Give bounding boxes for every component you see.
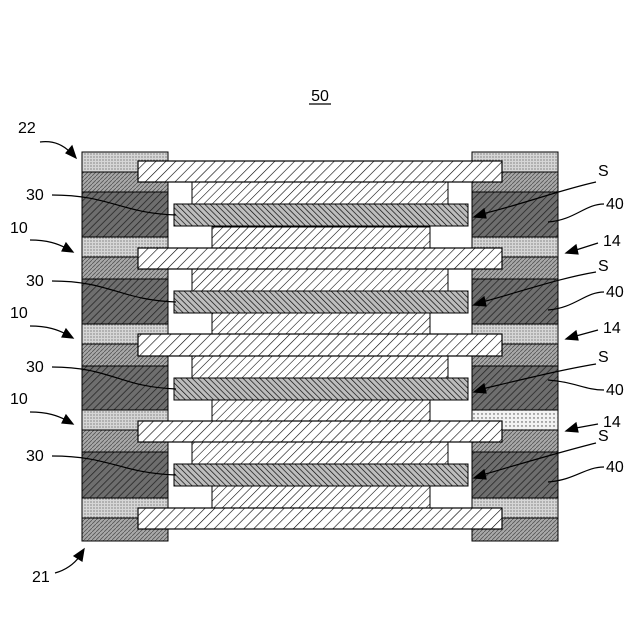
label-10-b: 10 <box>10 305 28 322</box>
label-30-b: 30 <box>26 273 44 290</box>
label-14-b: 14 <box>603 320 621 337</box>
label-10-c: 10 <box>10 391 28 408</box>
figure-title: 50 <box>311 88 329 105</box>
label-30-d: 30 <box>26 448 44 465</box>
label-S-c: S <box>598 349 609 366</box>
label-40-a: 40 <box>606 196 624 213</box>
label-14-a: 14 <box>603 233 621 250</box>
label-S-b: S <box>598 258 609 275</box>
label-40-d: 40 <box>606 459 624 476</box>
label-S-a: S <box>598 163 609 180</box>
label-22: 22 <box>18 120 36 137</box>
label-40-b: 40 <box>606 284 624 301</box>
label-30-a: 30 <box>26 187 44 204</box>
label-30-c: 30 <box>26 359 44 376</box>
label-10-a: 10 <box>10 220 28 237</box>
label-40-c: 40 <box>606 382 624 399</box>
label-21: 21 <box>32 569 50 586</box>
label-14-c: 14 <box>603 414 621 431</box>
